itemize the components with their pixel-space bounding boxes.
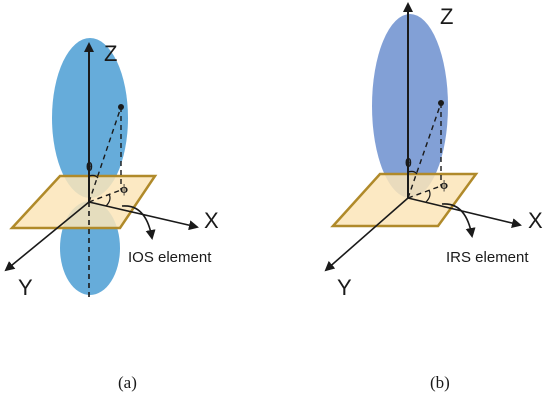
theta-label: θ bbox=[86, 159, 93, 174]
phi-label: ϕ bbox=[120, 181, 128, 196]
phi-label: ϕ bbox=[440, 177, 448, 192]
x-label: X bbox=[528, 208, 543, 233]
x-label: X bbox=[204, 208, 219, 233]
y-label: Y bbox=[337, 275, 352, 300]
panel-b: Z X Y θ ϕ IRS element (b) bbox=[324, 2, 543, 392]
direction-vector bbox=[407, 102, 442, 199]
projection-base bbox=[88, 189, 122, 203]
z-label: Z bbox=[104, 41, 117, 66]
element-pointer bbox=[121, 205, 156, 240]
element-label: IOS element bbox=[128, 249, 212, 266]
irs-element-plane bbox=[330, 172, 479, 228]
element-pointer bbox=[441, 203, 476, 238]
phi-arc bbox=[105, 193, 111, 207]
caption-b: (b) bbox=[430, 373, 450, 392]
radiation-lobe bbox=[372, 14, 448, 198]
z-label: Z bbox=[440, 4, 453, 29]
panel-a: Z X Y θ ϕ IOS element (a) bbox=[4, 38, 219, 392]
theta-label: θ bbox=[405, 155, 412, 170]
y-label: Y bbox=[18, 275, 33, 300]
y-axis bbox=[324, 197, 409, 272]
theta-arc bbox=[88, 174, 99, 179]
caption-a: (a) bbox=[118, 373, 137, 392]
ios-element-plane bbox=[9, 174, 158, 230]
direction-vector bbox=[88, 106, 122, 203]
element-label: IRS element bbox=[446, 249, 529, 266]
x-axis bbox=[407, 197, 522, 228]
phi-arc bbox=[425, 189, 431, 203]
theta-arc bbox=[407, 170, 418, 175]
y-axis bbox=[4, 201, 90, 272]
projection-base bbox=[407, 185, 442, 199]
